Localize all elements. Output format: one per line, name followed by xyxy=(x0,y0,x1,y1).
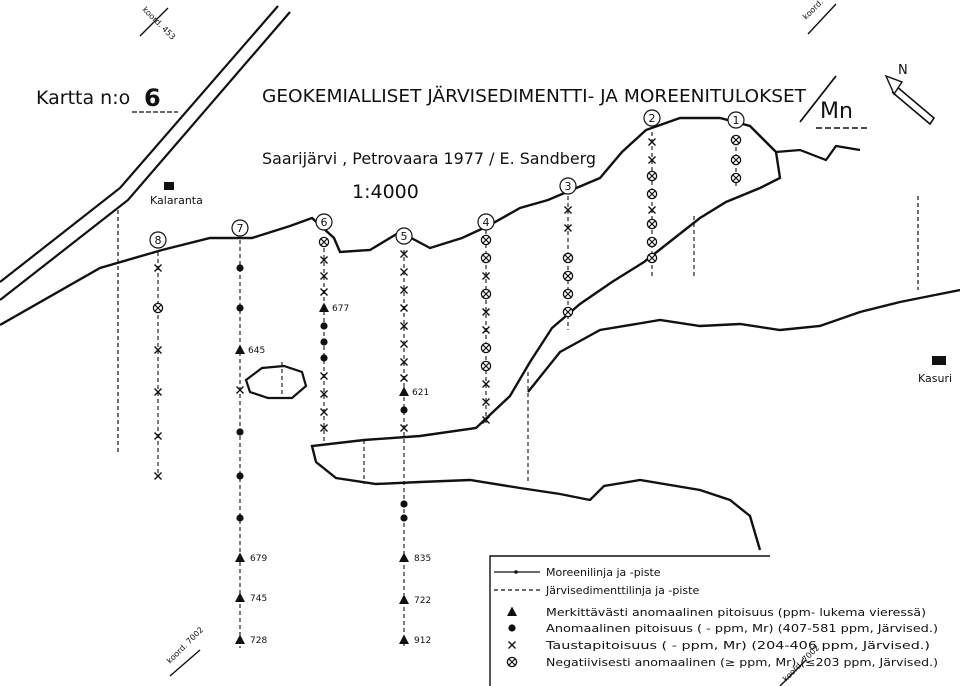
value-l7-b: 745 xyxy=(250,594,267,604)
line-number-8: 8 xyxy=(149,231,167,249)
scale-label: 1:4000 xyxy=(352,181,419,203)
line-number-3: 3 xyxy=(559,177,577,195)
value-l5-a: 835 xyxy=(414,554,431,564)
map-label: Kartta n:o xyxy=(36,87,130,109)
svg-text:4: 4 xyxy=(483,216,490,229)
legend-negative: Negatiivisesti anomaalinen (≥ ppm, Mr) (… xyxy=(546,657,938,669)
value-l6: 677 xyxy=(332,304,349,314)
svg-text:Kasuri: Kasuri xyxy=(918,372,952,385)
legend-sediment: Järvisedimenttilinja ja -piste xyxy=(545,584,699,597)
corner-tag: koord. 453 xyxy=(139,5,178,42)
place-kasuri: Kasuri xyxy=(918,356,952,385)
subtitle: Saarijärvi , Petrovaara 1977 / E. Sandbe… xyxy=(262,149,596,168)
svg-text:7: 7 xyxy=(237,222,244,235)
value-l7-a: 679 xyxy=(250,554,267,564)
svg-text:8: 8 xyxy=(155,234,162,247)
north-arrow: N xyxy=(884,63,936,126)
line-number-5: 5 xyxy=(395,227,413,245)
line-number-2: 2 xyxy=(643,109,661,127)
map-title: GEOKEMIALLISET JÄRVISEDIMENTTI- JA MOREE… xyxy=(262,86,806,107)
svg-text:3: 3 xyxy=(565,180,572,193)
svg-text:koord. 453: koord. 453 xyxy=(141,5,178,42)
island xyxy=(244,364,308,400)
svg-text:1: 1 xyxy=(733,114,740,127)
line-number-4: 4 xyxy=(477,213,495,231)
value-l7: 645 xyxy=(248,346,265,356)
svg-text:2: 2 xyxy=(649,112,656,125)
lake-shoreline xyxy=(0,116,782,551)
place-kalaranta: Kalaranta xyxy=(150,182,203,207)
lake-shoreline-east xyxy=(527,288,960,393)
value-l5: 621 xyxy=(412,388,429,398)
element-label: Mn xyxy=(820,99,853,124)
value-l5-b: 722 xyxy=(414,596,431,606)
line-number-6: 6 xyxy=(315,213,333,231)
legend-anomalous: Anomaalinen pitoisuus ( - ppm, Mr) (407-… xyxy=(546,623,938,635)
line-number-7: 7 xyxy=(231,219,249,237)
svg-text:Kalaranta: Kalaranta xyxy=(150,194,203,207)
legend-sig-anomalous: Merkittävästi anomaalinen pitoisuus (ppm… xyxy=(546,607,926,619)
corner-tag: koord. 7002 xyxy=(165,625,205,677)
value-l5-c: 912 xyxy=(414,636,431,646)
svg-text:5: 5 xyxy=(401,230,408,243)
legend-background: Taustapitoisuus ( - ppm, Mr) (204-406 pp… xyxy=(545,640,930,652)
road-edge xyxy=(0,11,291,301)
ppm-values: 677 645 621 679 745 728 835 722 912 xyxy=(248,304,431,646)
line-number-1: 1 xyxy=(727,111,745,129)
value-l7-c: 728 xyxy=(250,636,267,646)
map-number: 6 xyxy=(144,84,161,112)
legend: Moreenilinja ja -piste Järvisedimenttili… xyxy=(489,555,938,686)
shore-top-right xyxy=(775,144,861,162)
legend-moraine: Moreenilinja ja -piste xyxy=(546,566,661,579)
corner-tag: koord. 7002 xyxy=(801,0,841,35)
svg-text:N: N xyxy=(898,63,908,78)
svg-text:6: 6 xyxy=(321,216,328,229)
road xyxy=(0,5,279,283)
svg-text:koord. 7002: koord. 7002 xyxy=(165,625,205,665)
svg-text:koord. 7002: koord. 7002 xyxy=(801,0,841,21)
